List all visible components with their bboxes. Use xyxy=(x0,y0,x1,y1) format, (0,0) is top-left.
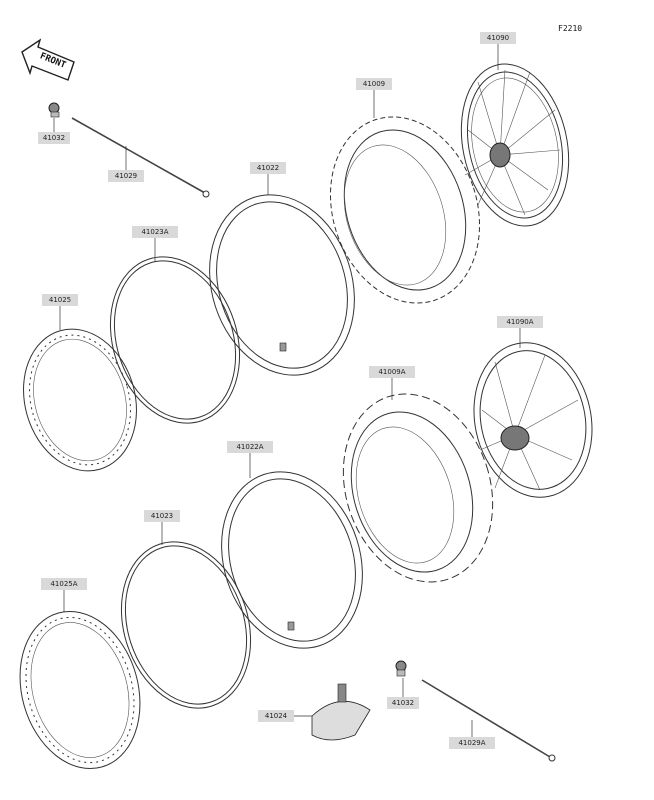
label-41032-bottom: 41032 xyxy=(392,699,414,707)
label-41090: 41090 xyxy=(487,34,509,42)
rear-rim-band-icon xyxy=(109,256,241,424)
spoke-2-icon xyxy=(421,679,556,762)
label-41024: 41024 xyxy=(265,712,288,720)
label-41025: 41025 xyxy=(49,296,71,304)
rear-wheel-icon xyxy=(460,63,570,227)
label-41029: 41029 xyxy=(115,172,137,180)
label-41032-top: 41032 xyxy=(43,134,65,142)
front-arrow-icon: FRONT xyxy=(21,38,75,81)
rear-rim-icon xyxy=(23,328,137,472)
valve-cap-2-icon xyxy=(395,660,407,677)
spoke-icon xyxy=(71,117,210,198)
label-41009a: 41009A xyxy=(378,368,405,376)
rear-tire-icon xyxy=(329,116,481,304)
leader-lines xyxy=(53,44,521,737)
label-41023: 41023 xyxy=(151,512,173,520)
front-tube-icon xyxy=(221,471,363,649)
label-41025a: 41025A xyxy=(50,580,77,588)
front-wheel-icon xyxy=(473,342,593,498)
front-rim-icon xyxy=(19,610,141,770)
label-41022a: 41022A xyxy=(236,443,263,451)
part-labels: 41090 41009 41032 41029 41022 41023A 410… xyxy=(38,32,543,749)
label-41022: 41022 xyxy=(257,164,279,172)
rear-tube-icon xyxy=(209,194,355,376)
rim-lock-icon xyxy=(311,683,371,741)
front-tire-icon xyxy=(342,393,494,583)
figure-code: F2210 xyxy=(558,24,583,33)
label-41009: 41009 xyxy=(363,80,385,88)
label-41029a: 41029A xyxy=(458,739,485,747)
label-41023a: 41023A xyxy=(141,228,168,236)
label-41090a: 41090A xyxy=(506,318,533,326)
front-rim-band-icon xyxy=(120,541,252,709)
valve-cap-icon xyxy=(48,102,60,118)
